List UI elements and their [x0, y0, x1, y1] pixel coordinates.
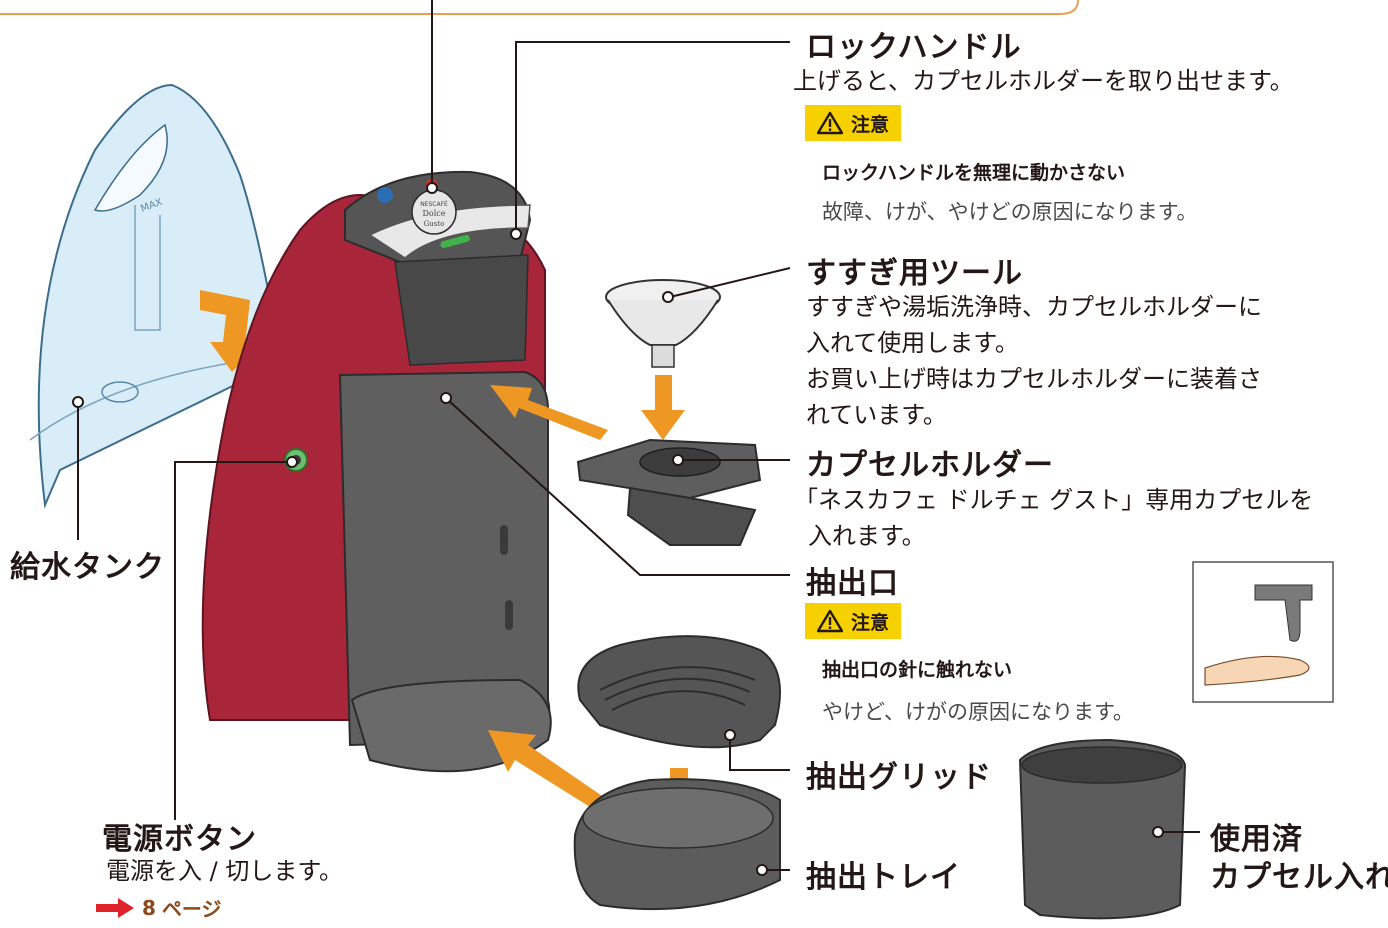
lock-handle-caution-text: 故障、けが、やけどの原因になります。: [822, 200, 1198, 224]
water-tank-illustration: MAX: [29, 83, 272, 509]
capsule-holder-desc-1: 「ネスカフェ ドルチェ グスト」専用カプセルを: [794, 486, 1314, 514]
warning-triangle-icon: [817, 609, 843, 633]
page-reference[interactable]: 8 ページ: [96, 893, 222, 922]
outlet-caution-text: やけど、けがの原因になります。: [822, 700, 1134, 724]
power-button-desc: 電源を入 / 切します。: [106, 857, 343, 885]
rinse-tool-desc-2: 入れて使用します。: [806, 329, 1019, 357]
outlet-title: 抽出口: [806, 566, 899, 601]
arrow-rinse-tool-down: [641, 375, 685, 440]
page-suffix: ページ: [161, 897, 222, 921]
logo-line-3: Gusto: [424, 220, 445, 228]
outlet-inset-illustration: [1192, 561, 1334, 703]
logo-line-2: Dolce: [422, 209, 445, 218]
logo-line-1: NESCAFÉ: [420, 200, 448, 208]
capsule-holder-illustration: [576, 438, 762, 546]
rinse-tool-desc-4: れています。: [806, 401, 947, 429]
arrow-holder-insert: [490, 385, 608, 440]
caution-label: 注意: [851, 611, 890, 634]
leader-dots: [72, 182, 1164, 876]
used-capsule-container-illustration: [1018, 738, 1187, 920]
power-button-title: 電源ボタン: [102, 822, 257, 857]
rinse-tool-desc-3: お買い上げ時はカプセルホルダーに装着さ: [806, 365, 1262, 393]
capsule-holder-desc-2: 入れます。: [808, 522, 926, 550]
rinse-tool-desc-1: すすぎや湯垢洗浄時、カプセルホルダーに: [806, 293, 1262, 321]
used-capsule-title-1: 使用済: [1210, 822, 1303, 857]
lock-handle-caution-badge: 注意: [805, 105, 902, 141]
callout-box-border: [0, 0, 1079, 15]
arrow-tray-insert: [488, 730, 608, 812]
caution-label: 注意: [851, 113, 890, 136]
right-arrow-icon: [96, 897, 134, 918]
tray-title: 抽出トレイ: [806, 860, 961, 895]
lock-handle-caution-heading: ロックハンドルを無理に動かさない: [822, 162, 1126, 184]
capsule-holder-title: カプセルホルダー: [806, 448, 1054, 483]
drip-tray-illustration: [573, 778, 781, 911]
outlet-caution-heading: 抽出口の針に触れない: [822, 659, 1013, 681]
rinse-tool-illustration: [605, 279, 721, 368]
outlet-caution-badge: 注意: [805, 603, 902, 639]
grid-title: 抽出グリッド: [806, 760, 992, 795]
coffee-machine-illustration: NESCAFÉ Dolce Gusto: [201, 170, 552, 773]
used-capsule-title-2: カプセル入れ: [1210, 860, 1388, 895]
water-tank-title: 給水タンク: [10, 550, 165, 585]
lock-handle-desc: 上げると、カプセルホルダーを取り出せます。: [793, 67, 1294, 95]
warning-triangle-icon: [817, 111, 843, 135]
lock-handle-title: ロックハンドル: [806, 30, 1022, 65]
rinse-tool-title: すすぎ用ツール: [806, 256, 1023, 291]
drip-grid-illustration: [577, 635, 781, 749]
leader-lines: [77, 0, 1200, 871]
page-number: 8: [142, 895, 156, 920]
